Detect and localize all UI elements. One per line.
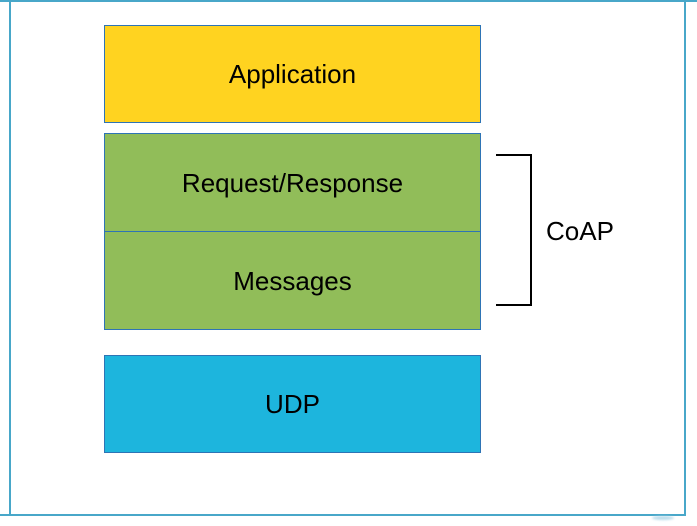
layer-messages: Messages xyxy=(105,231,480,329)
layer-coap-group: Request/Response Messages xyxy=(104,133,481,330)
layer-request-response: Request/Response xyxy=(105,134,480,231)
artifact-smudge xyxy=(652,516,674,520)
layer-application: Application xyxy=(104,25,481,123)
layer-udp-label: UDP xyxy=(265,389,320,419)
page-border-bottom xyxy=(0,514,686,516)
page-border-top xyxy=(0,0,697,2)
page-border-right xyxy=(684,0,686,516)
layer-messages-label: Messages xyxy=(233,265,352,296)
layer-udp: UDP xyxy=(104,355,481,453)
layer-application-label: Application xyxy=(228,59,357,89)
page-border-left xyxy=(9,0,11,516)
coap-bracket-label: CoAP xyxy=(546,216,614,246)
layer-request-response-label: Request/Response xyxy=(181,167,404,198)
coap-bracket xyxy=(496,154,532,306)
